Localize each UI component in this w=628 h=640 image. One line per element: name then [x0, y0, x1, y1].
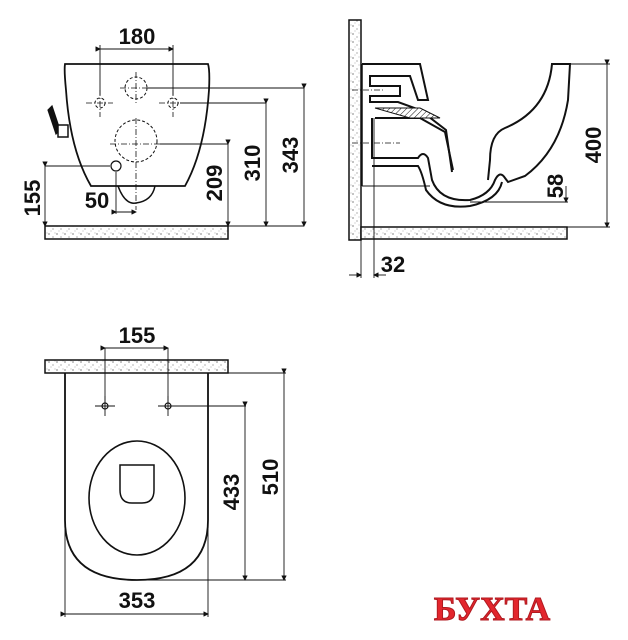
floor-slab [360, 226, 568, 240]
flush-outlet [119, 464, 155, 504]
top-view [44, 345, 287, 617]
dim-side-height: 400 [581, 127, 606, 164]
dim-top-bolt-to-front: 433 [219, 474, 244, 511]
dim-front-outlet-height: 209 [202, 165, 227, 202]
wall-slab-top [44, 359, 229, 374]
bowl-outline [63, 63, 211, 187]
dim-front-top-hole-height: 343 [278, 137, 303, 174]
bowl-opening [88, 440, 186, 556]
front-view [42, 45, 307, 240]
dim-front-inlet-offset: 50 [85, 188, 109, 213]
bowl-top-outline [64, 373, 209, 581]
dim-top-bolt-spacing: 155 [119, 323, 156, 348]
dim-front-bolt-spacing: 180 [119, 24, 156, 49]
dim-front-bolt-height: 310 [240, 145, 265, 182]
side-view [348, 19, 610, 278]
wall-section [348, 19, 362, 241]
dim-top-width: 353 [119, 588, 156, 613]
brand-logo: БУХТА [434, 591, 551, 628]
wall-slab [44, 225, 229, 240]
dim-side-trap-height: 58 [543, 174, 568, 198]
dim-side-wall-offset: 32 [381, 252, 405, 277]
dim-front-inlet-height: 155 [20, 180, 45, 217]
dim-top-depth: 510 [258, 459, 283, 496]
